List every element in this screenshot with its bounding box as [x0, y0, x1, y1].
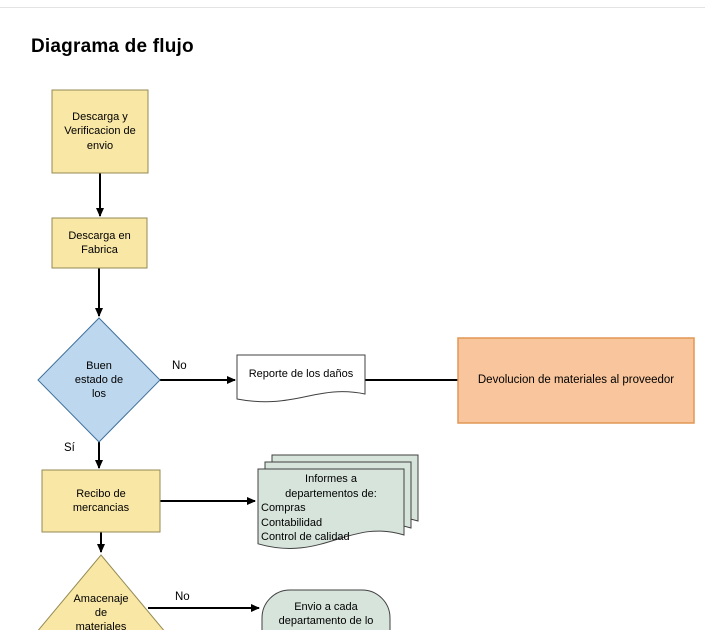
process-descarga-fabrica-label: Descarga en Fabrica: [68, 229, 131, 256]
decision-buen-estado-label: Buen estado de los: [74, 359, 124, 401]
decision-almacenaje-label: Amacenaje de materiales: [73, 593, 129, 633]
process-descarga-fabrica-shape: [51, 217, 148, 269]
edge-label-no-2: No: [175, 591, 190, 603]
terminator-envio-label: Envio a cada departamento de lo: [278, 601, 374, 627]
page-top-divider: [0, 7, 705, 8]
page-title: Diagrama de flujo: [31, 36, 194, 57]
informes-header: Informes a departementos de:: [285, 473, 377, 500]
multidocument-informes-label: Informes a departementos de: Compras Con…: [258, 472, 404, 545]
edge-label-no-1: No: [172, 360, 187, 372]
multidocument-informes-front-shape: [257, 468, 405, 549]
informes-item-compras: Compras: [261, 502, 306, 514]
edge-label-si: Sí: [64, 442, 75, 454]
process-devolucion-shape: [457, 337, 695, 424]
document-reporte-label: Reporte de los daños: [248, 367, 354, 380]
process-descarga-verificacion-shape: [51, 89, 149, 174]
process-devolucion-label: Devolucion de materiales al proveedor: [477, 374, 675, 387]
process-descarga-verificacion-label: Descarga y Verificacion de envio: [64, 111, 136, 152]
process-recibo-label: Recibo de mercancias: [72, 487, 130, 514]
decision-buen-estado-shape: [37, 317, 161, 443]
decision-almacenaje-shape: [37, 554, 165, 630]
terminator-envio-shape: [261, 589, 391, 630]
process-recibo-shape: [41, 469, 161, 533]
informes-item-contabilidad: Contabilidad: [261, 516, 323, 529]
informes-item-control: Control de calidad: [261, 531, 350, 543]
document-reporte-shape: [236, 354, 366, 403]
